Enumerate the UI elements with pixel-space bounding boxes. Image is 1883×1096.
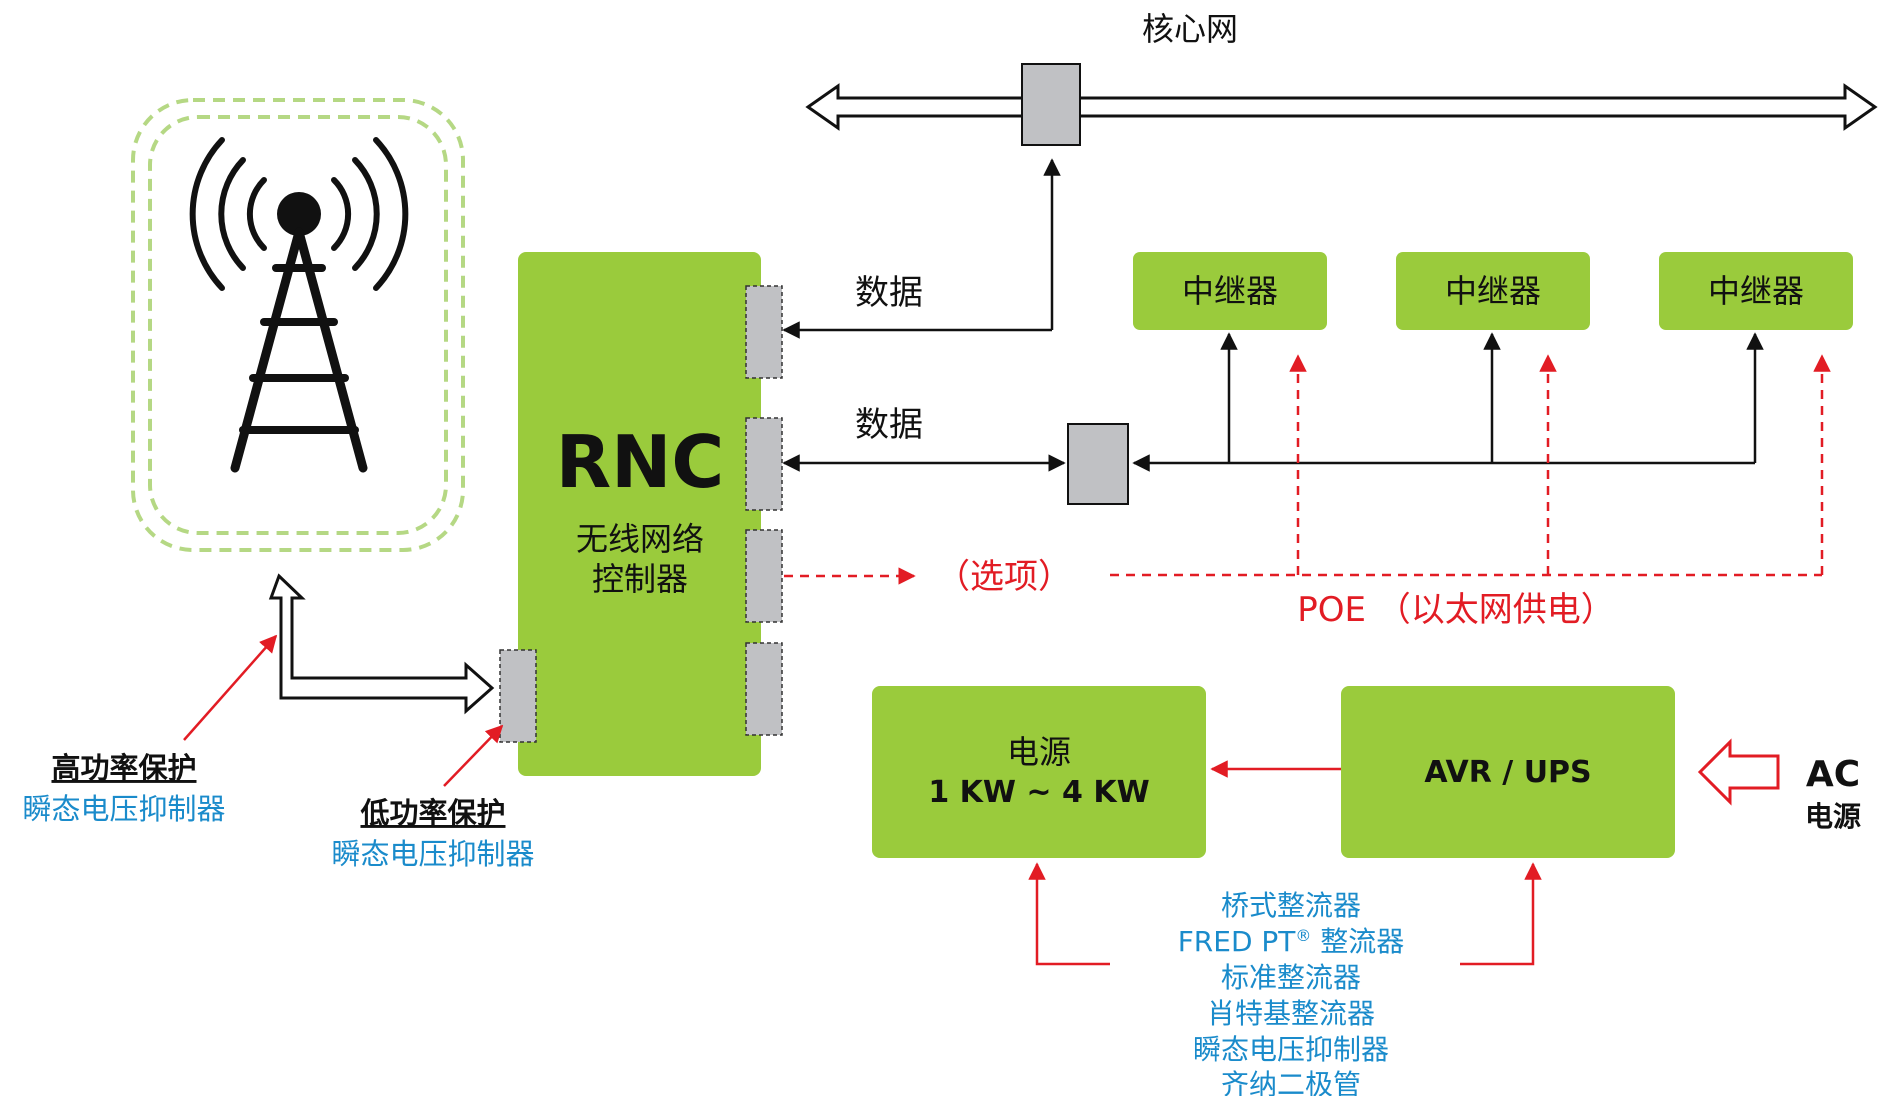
rnc-subtitle-line1: 无线网络 bbox=[576, 520, 704, 558]
repeater-2-label: 中继器 bbox=[1445, 272, 1541, 310]
low-power-pointer bbox=[443, 724, 504, 787]
repeater-3-label: 中继器 bbox=[1708, 272, 1804, 310]
antenna-frame-inner bbox=[148, 115, 448, 535]
data-label-top: 数据 bbox=[855, 273, 923, 313]
core-network-bus bbox=[805, 83, 1878, 131]
power-supply-box bbox=[872, 686, 1206, 858]
core-network-label: 核心网 bbox=[1142, 10, 1238, 48]
high-power-title: 高功率保护 bbox=[51, 751, 196, 785]
low-power-subtitle: 瞬态电压抑制器 bbox=[331, 837, 534, 871]
repeater-3 bbox=[1659, 252, 1853, 330]
antenna-rnc-link-arrow bbox=[268, 573, 495, 715]
component-standard-rectifier: 标准整流器 bbox=[1221, 961, 1361, 994]
power-supply-line1: 电源 bbox=[1007, 733, 1071, 771]
rnc-subtitle-line2: 控制器 bbox=[592, 560, 688, 598]
data-label-mid: 数据 bbox=[855, 405, 923, 445]
core-switch bbox=[1021, 63, 1081, 146]
component-zener-diode: 齐纳二极管 bbox=[1221, 1068, 1361, 1096]
cell-tower-icon bbox=[189, 137, 409, 473]
components-to-power-arrow bbox=[1028, 862, 1110, 966]
option-label: （选项） bbox=[936, 557, 1072, 597]
ac-label-line2: 电源 bbox=[1805, 800, 1861, 833]
rnc-port-2 bbox=[745, 417, 783, 511]
component-tvs: 瞬态电压抑制器 bbox=[1193, 1033, 1389, 1066]
power-supply-line2: 1 KW ~ 4 KW bbox=[928, 775, 1149, 810]
components-list: 桥式整流器 FRED PT® 整流器 标准整流器 肖特基整流器 瞬态电压抑制器 … bbox=[1178, 889, 1405, 1096]
high-power-subtitle: 瞬态电压抑制器 bbox=[22, 792, 225, 826]
avr-ups-label: AVR / UPS bbox=[1424, 755, 1591, 790]
repeater-2 bbox=[1396, 252, 1590, 330]
avr-ups-box bbox=[1341, 686, 1675, 858]
component-bridge-rectifier: 桥式整流器 bbox=[1221, 889, 1361, 922]
antenna-frame-outer bbox=[131, 98, 465, 552]
rnc-port-antenna bbox=[499, 649, 537, 743]
component-schottky-rectifier: 肖特基整流器 bbox=[1207, 997, 1375, 1030]
repeater-switch bbox=[1067, 423, 1129, 505]
low-power-title: 低功率保护 bbox=[359, 796, 505, 830]
rnc-port-4 bbox=[745, 642, 783, 736]
rnc-port-3 bbox=[745, 529, 783, 623]
component-fred-pt-rectifier: FRED PT® 整流器 bbox=[1178, 925, 1405, 958]
rnc-port-1 bbox=[745, 285, 783, 379]
ac-input-arrow bbox=[1697, 738, 1780, 806]
rnc-title: RNC bbox=[556, 420, 725, 504]
rnc-box bbox=[518, 252, 761, 776]
high-power-pointer bbox=[183, 634, 278, 741]
poe-label: POE （以太网供电） bbox=[1297, 590, 1615, 630]
ac-label-line1: AC bbox=[1806, 754, 1860, 795]
repeater-1 bbox=[1133, 252, 1327, 330]
components-to-avr-arrow bbox=[1460, 862, 1542, 966]
repeater-1-label: 中继器 bbox=[1182, 272, 1278, 310]
